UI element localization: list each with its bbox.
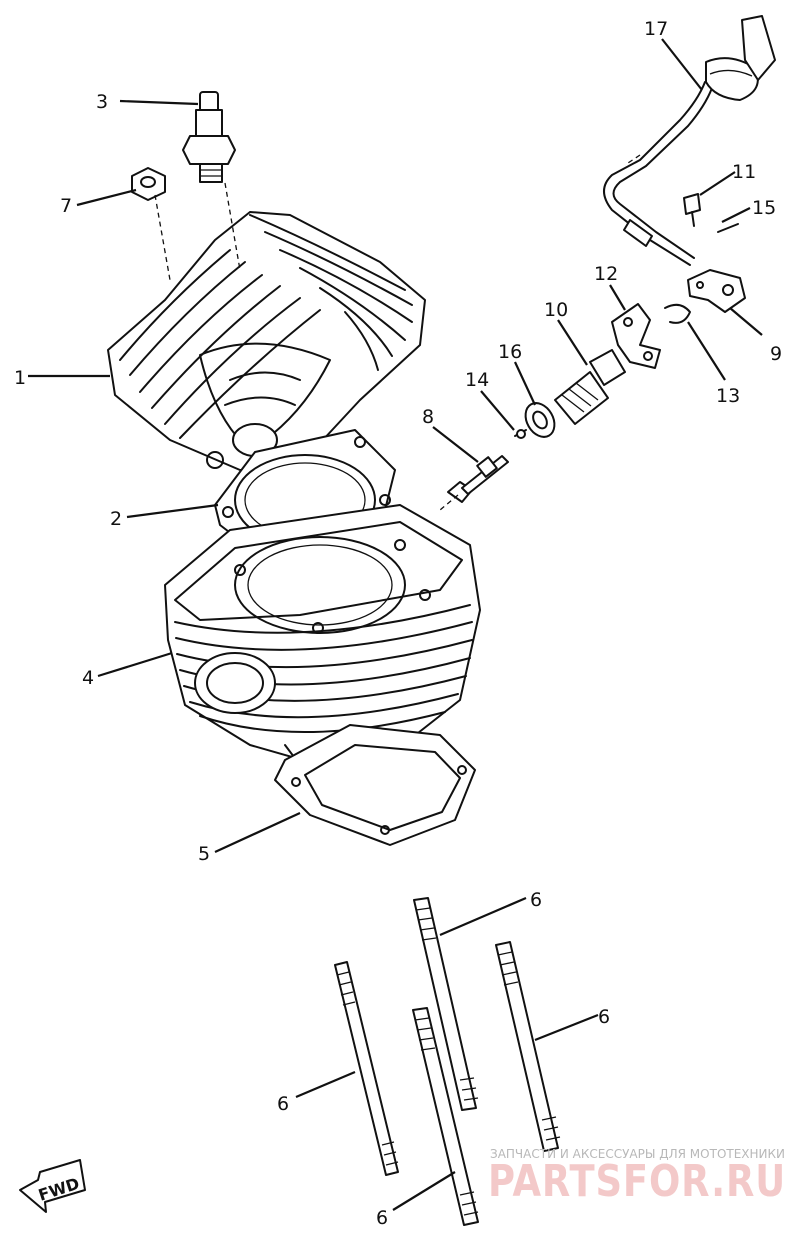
watermark-tagline: ЗАПЧАСТИ И АКСЕССУАРЫ ДЛЯ МОТОТЕХНИКИ: [490, 1147, 785, 1161]
cylinder-head: [107, 211, 426, 471]
stud-bolt-2: [413, 897, 479, 1111]
bracket-12: [611, 303, 661, 369]
fitting-10: [554, 349, 626, 425]
callout-17: 17: [644, 18, 668, 40]
callout-15: 15: [752, 197, 776, 219]
leader-lines: [28, 38, 763, 1211]
callout-14: 14: [465, 369, 489, 391]
cylinder: [164, 504, 481, 766]
callout-7: 7: [60, 195, 72, 217]
callout-2: 2: [110, 508, 122, 530]
pin-14: [514, 429, 527, 439]
pin-15: [717, 223, 739, 233]
callout-4: 4: [82, 667, 94, 689]
callout-6b: 6: [530, 889, 542, 911]
stud-bolt-1: [334, 961, 399, 1176]
callout-8: 8: [422, 406, 434, 428]
callout-12: 12: [594, 263, 618, 285]
callout-9: 9: [770, 343, 782, 365]
callout-6d: 6: [376, 1207, 388, 1229]
nut: [131, 167, 166, 201]
watermark-site: PARTSFOR.RU: [488, 1156, 786, 1207]
bolt-11: [683, 193, 701, 227]
stud-bolt-4: [412, 1007, 479, 1226]
forward-direction-arrow: FWD: [19, 1159, 86, 1213]
bolt-8: [447, 455, 509, 503]
clip-13: [664, 303, 691, 324]
lever-9: [687, 269, 746, 313]
stud-bolt-3: [495, 941, 561, 1152]
callout-11: 11: [732, 161, 756, 183]
spark-plug: [182, 91, 236, 183]
watermark: ЗАПЧАСТИ И АКСЕССУАРЫ ДЛЯ МОТОТЕХНИКИ PA…: [488, 1147, 786, 1207]
callout-1: 1: [14, 367, 26, 389]
callout-3: 3: [96, 91, 108, 113]
callout-labels: 1 2 3 4 5 6 6 6 6 7 8 9 10 11 12 13 14 1…: [14, 18, 782, 1229]
cable-17: [603, 15, 776, 266]
callout-6c: 6: [598, 1006, 610, 1028]
callout-5: 5: [198, 843, 210, 865]
callout-13: 13: [716, 385, 740, 407]
washer-16: [524, 402, 556, 438]
callout-10: 10: [544, 299, 568, 321]
base-gasket: [274, 724, 476, 846]
callout-16: 16: [498, 341, 522, 363]
callout-6a: 6: [277, 1093, 289, 1115]
